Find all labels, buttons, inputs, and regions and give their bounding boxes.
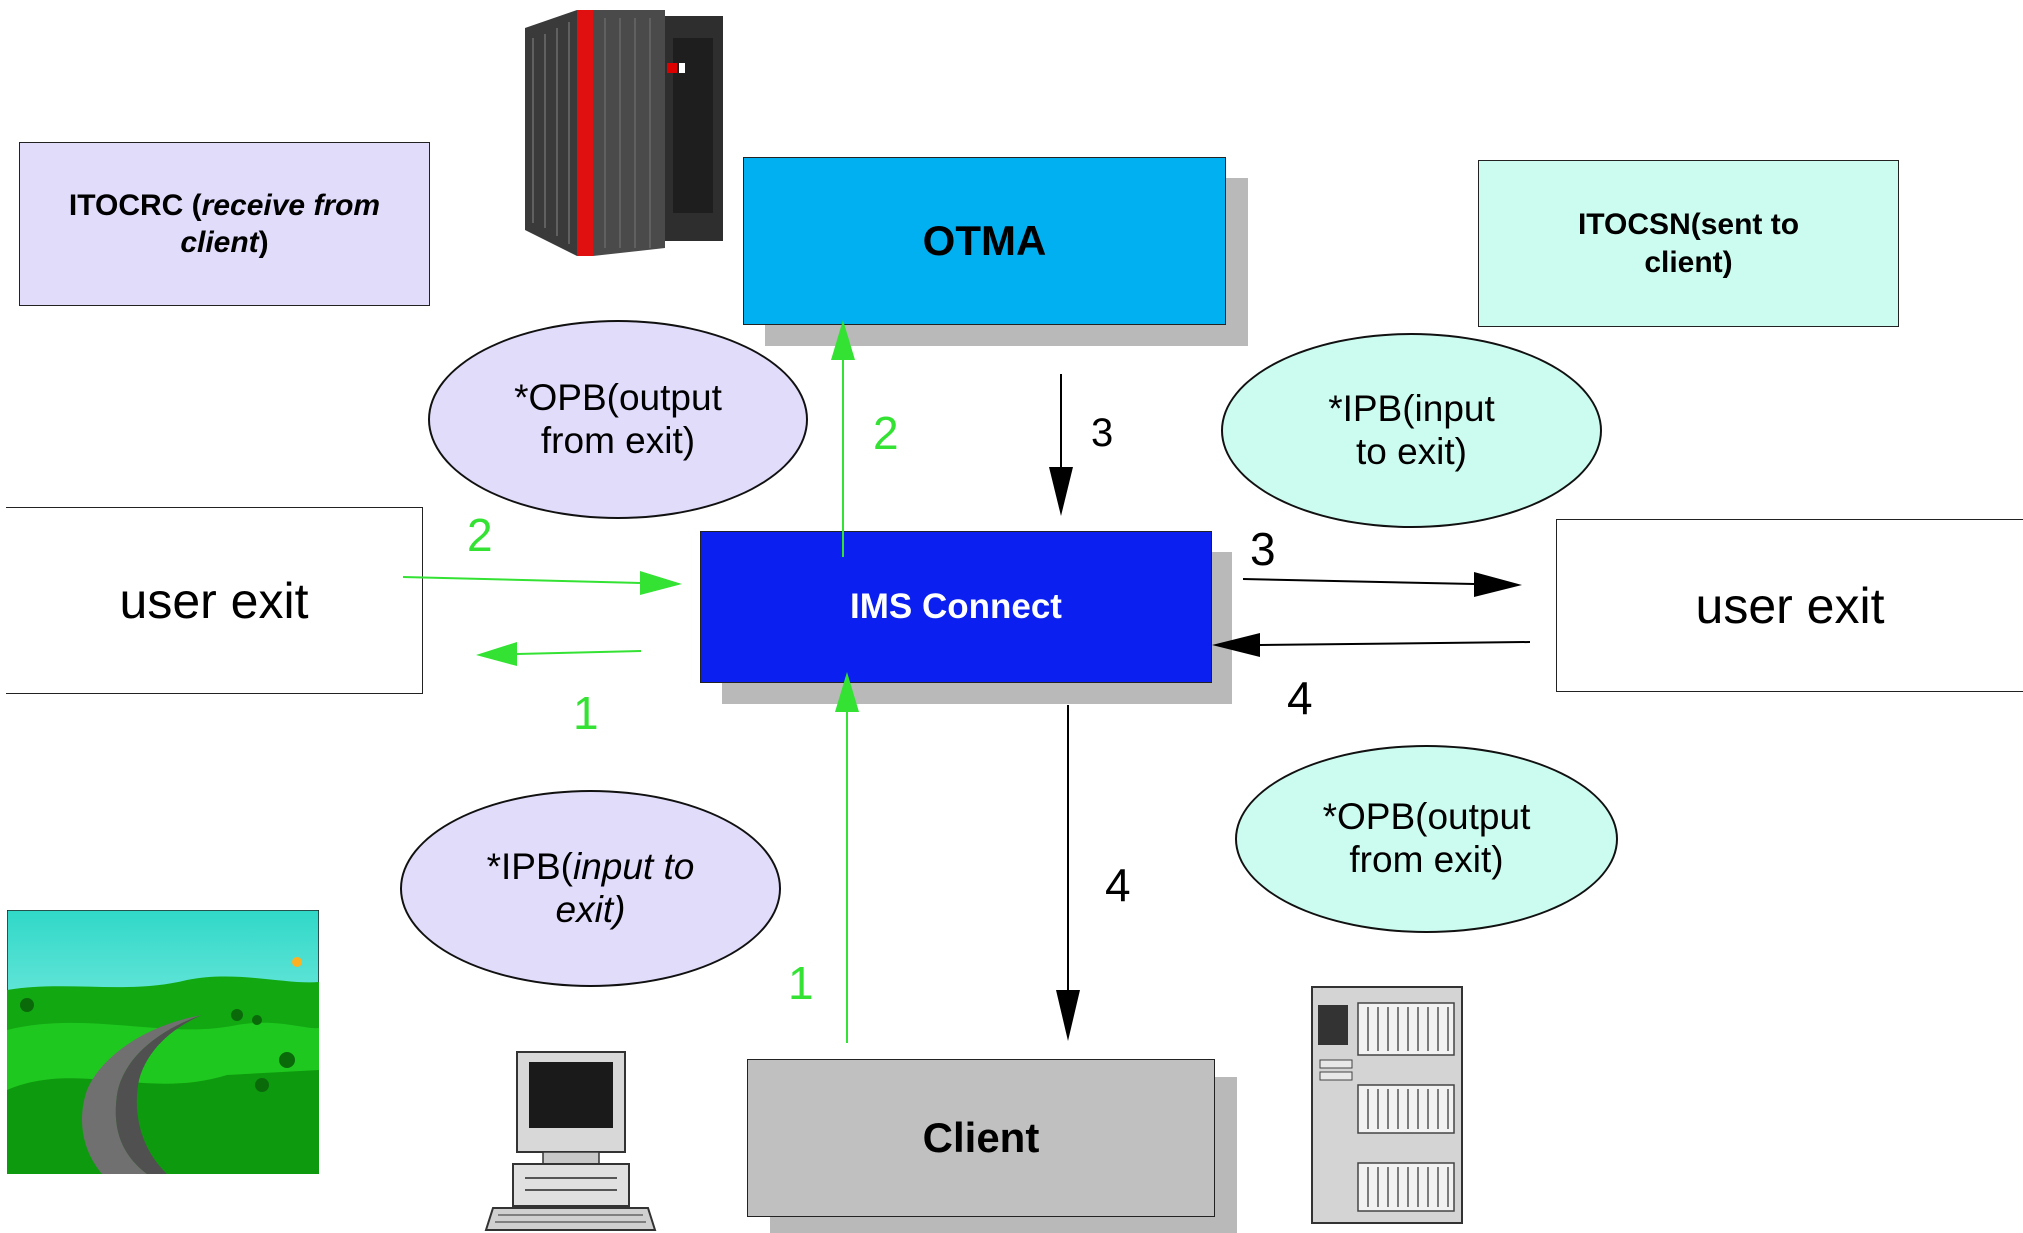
desktop-computer-icon	[484, 1051, 657, 1231]
ims-connect-box: IMS Connect	[700, 531, 1212, 683]
arrow-right-userexit-to-ims	[1212, 633, 1531, 657]
arrow-ims-to-right-userexit	[1242, 572, 1522, 597]
otma-box: OTMA	[743, 157, 1226, 325]
step-1-left: 1	[573, 687, 599, 739]
ipb-ellipse-right: *IPB(input to exit)	[1221, 333, 1602, 528]
itocrc-text: ITOCRC (receive from client)	[68, 188, 381, 260]
client-box: Client	[747, 1059, 1215, 1217]
itocsn-text: ITOCSN(sent to client)	[1577, 208, 1800, 279]
step-1-client: 1	[788, 957, 814, 1009]
mainframe-server-icon	[525, 10, 723, 256]
user-exit-left-label: user exit	[119, 572, 309, 629]
step-3-right: 3	[1250, 523, 1276, 575]
tower-server-icon	[1311, 986, 1463, 1224]
opb-ellipse-right: *OPB(output from exit)	[1235, 745, 1618, 933]
step-4-right: 4	[1287, 672, 1313, 724]
otma-label: OTMA	[922, 217, 1047, 264]
arrow-userexit-to-ims	[402, 571, 682, 595]
step-2-otma: 2	[873, 407, 899, 459]
user-exit-right-label: user exit	[1695, 577, 1885, 634]
itocrc-box: ITOCRC (receive from client)	[19, 142, 430, 306]
user-exit-right-box: user exit	[1556, 519, 2023, 692]
user-exit-left-box: user exit	[6, 507, 423, 694]
arrow-otma-to-ims	[1049, 374, 1073, 516]
arrow-ims-to-userexit	[476, 642, 642, 666]
ipb-ellipse-left: *IPB(input to exit)	[400, 790, 781, 987]
ims-connect-label: IMS Connect	[850, 587, 1062, 626]
landscape-road-icon	[7, 910, 319, 1174]
itocsn-box: ITOCSN(sent to client)	[1478, 160, 1899, 327]
step-3-otma: 3	[1091, 411, 1114, 455]
client-label: Client	[922, 1114, 1040, 1161]
step-2-left: 2	[467, 509, 493, 561]
opb-ellipse-left: *OPB(output from exit)	[428, 320, 808, 519]
step-4-client: 4	[1105, 859, 1131, 911]
arrow-client-to-ims	[835, 672, 859, 1043]
arrow-ims-to-client	[1056, 705, 1080, 1041]
arrow-ims-to-otma	[831, 320, 855, 557]
